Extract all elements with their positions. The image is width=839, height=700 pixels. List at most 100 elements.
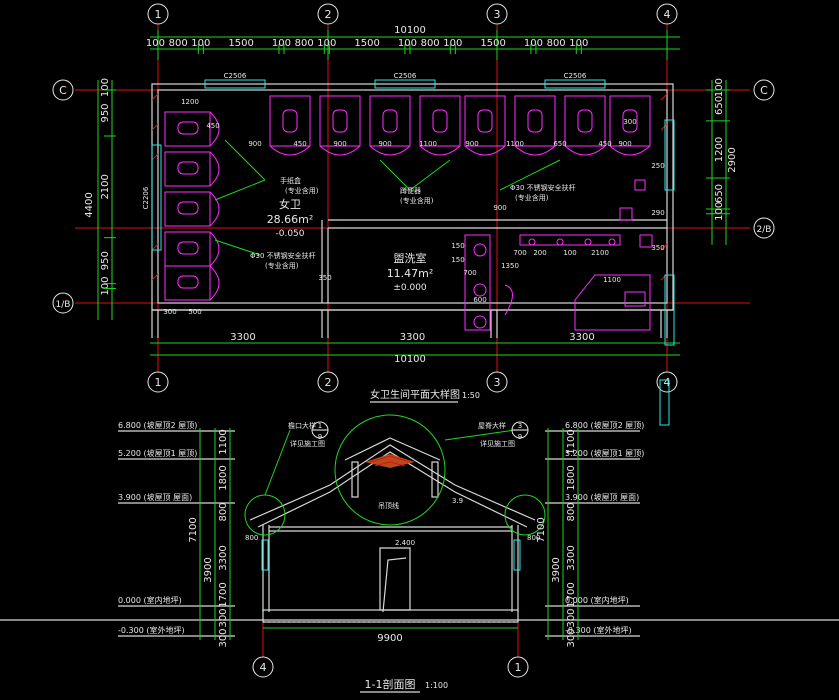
squat-toilet	[177, 241, 199, 255]
toilet-stall	[514, 95, 556, 147]
callout-ridge-ref: 9	[518, 433, 522, 441]
section-level-right: 0.000 (室内地坪)	[565, 595, 629, 605]
section-level-left: 0.000 (室内地坪)	[118, 595, 182, 605]
squat-toilet	[177, 275, 199, 289]
squat-toilet	[382, 109, 398, 133]
squat-toilet	[177, 161, 199, 175]
plan-inner-dim-label: 290	[651, 209, 664, 217]
annotation-7: Φ30 不锈钢安全扶杆	[510, 183, 576, 192]
section-level-right: 5.200 (坡屋顶1 屋顶)	[565, 448, 644, 458]
stall-door-swing	[269, 145, 311, 156]
section-detail-circles	[244, 414, 546, 536]
plan-top-dim-label: 1500	[480, 38, 505, 49]
axis-label-2-top: 2	[325, 8, 332, 21]
section-level-right: -0.300 (室外地坪)	[565, 625, 632, 635]
squat-toilet	[177, 121, 199, 135]
axis-label-4-top: 4	[664, 8, 671, 21]
section-dim-right: 1700	[566, 582, 577, 607]
plan-top-dim-label: 100	[569, 38, 588, 49]
plan-inner-dim-label: 1100	[419, 140, 437, 148]
plan-top-dim-label: 800	[169, 38, 188, 49]
annotation-5: 蹲便器	[400, 186, 421, 195]
section-ground	[0, 525, 839, 623]
plan-inner-dim-label: 300	[163, 308, 176, 316]
plan-windows	[151, 79, 675, 426]
annotation-8: (专业含用)	[515, 193, 549, 202]
squat-toilet	[577, 109, 593, 133]
plan-inner-dim-label: 700	[513, 249, 526, 257]
annotation-6: (专业含用)	[400, 196, 434, 205]
plan-inner-dim-label: 900	[493, 204, 506, 212]
squat-toilet	[432, 109, 448, 133]
plan-top-dim-label: 1500	[354, 38, 379, 49]
plan-bottom-dim-label: 3300	[230, 332, 255, 343]
section-label-800-left: 800	[245, 534, 258, 542]
plan-stalls-left	[164, 111, 220, 301]
side-window-tag: C2206	[142, 186, 150, 209]
stall-door-swing	[369, 145, 411, 156]
plan-row-bubbles: C C 2/B 1/B	[52, 79, 775, 314]
plan-right-dim-label: 1200	[714, 137, 725, 162]
toilet-stall	[464, 95, 506, 147]
window-tag-2: C2506	[394, 72, 417, 80]
section-scale: 1:100	[425, 681, 448, 690]
plan-inner-dim-label: 600	[473, 296, 486, 304]
squat-toilet	[177, 201, 199, 215]
section-total-right: 3900	[551, 557, 562, 582]
row-label-c-right: C	[760, 84, 768, 97]
section-dim-right: 1100	[566, 429, 577, 454]
plan-bottom-total: 10100	[394, 354, 426, 365]
plan-right-total: 2900	[727, 147, 738, 172]
annotation-1: 手纸盒	[280, 176, 301, 185]
plan-inner-dim-label: 900	[465, 140, 478, 148]
plan-top-dim-label: 100	[317, 38, 336, 49]
plan-top-dim-label: 100	[443, 38, 462, 49]
plan-top-dim-label: 1500	[228, 38, 253, 49]
room-level-wash: ±0.000	[393, 283, 427, 293]
section-axis-lines	[262, 590, 519, 660]
plan-top-total: 10100	[394, 25, 426, 36]
plan-inner-dim-label: 450	[293, 140, 306, 148]
section-level-right: 3.900 (坡屋顶 屋面)	[565, 492, 639, 502]
window-tag-1: C2506	[224, 72, 247, 80]
plan-top-dim-label: 100	[272, 38, 291, 49]
annotation-2: (专业含用)	[285, 186, 319, 195]
plan-dimension-lines	[97, 30, 727, 356]
plan-inner-dim-label: 350	[318, 274, 331, 282]
axis-label-3-top: 3	[494, 8, 501, 21]
callout-eave-num: 1	[318, 422, 322, 430]
squat-toilet	[477, 109, 493, 133]
squat-toilet	[622, 109, 638, 133]
plan-inner-dim-label: 1200	[181, 98, 199, 106]
section-label-800-right: 800	[527, 534, 540, 542]
callout-ridge-sub: 详见施工图	[480, 439, 515, 448]
plan-left-dim-label: 100	[100, 78, 111, 97]
section-total-right: 7100	[536, 517, 547, 542]
room-area-women: 28.66m²	[267, 213, 314, 226]
row-label-1b: 1/B	[56, 300, 71, 310]
plan-title: 女卫生间平面大样图	[370, 388, 460, 401]
room-name-wash: 盥洗室	[394, 251, 427, 265]
section-label-ceiling: 吊顶线	[378, 501, 399, 510]
plan-inner-dim-label: 1100	[506, 140, 524, 148]
callout-ridge: 屋脊大样 3 9 详见施工图	[478, 421, 529, 448]
section-dim-right: 300	[566, 628, 577, 647]
plan-inner-dim-label: 900	[618, 140, 631, 148]
row-label-2b: 2/B	[757, 225, 772, 235]
toilet-stall	[269, 95, 311, 147]
stall-door-swing	[564, 145, 606, 156]
plan-inner-dim-label: 900	[248, 140, 261, 148]
plan-washroom-fixtures	[464, 179, 653, 331]
callout-ridge-text: 屋脊大样	[478, 421, 506, 430]
plan-right-dim-label: 650	[714, 96, 725, 115]
plan-left-dim-label: 100	[100, 277, 111, 296]
room-area-wash: 11.47m²	[387, 267, 434, 280]
plan-inner-dim-label: 450	[598, 140, 611, 148]
axis-label-1-bottom: 1	[155, 376, 162, 389]
plan-stalls-top	[269, 95, 651, 156]
toilet-stall	[164, 231, 211, 267]
callout-eave-text: 檐口大样	[288, 421, 316, 430]
